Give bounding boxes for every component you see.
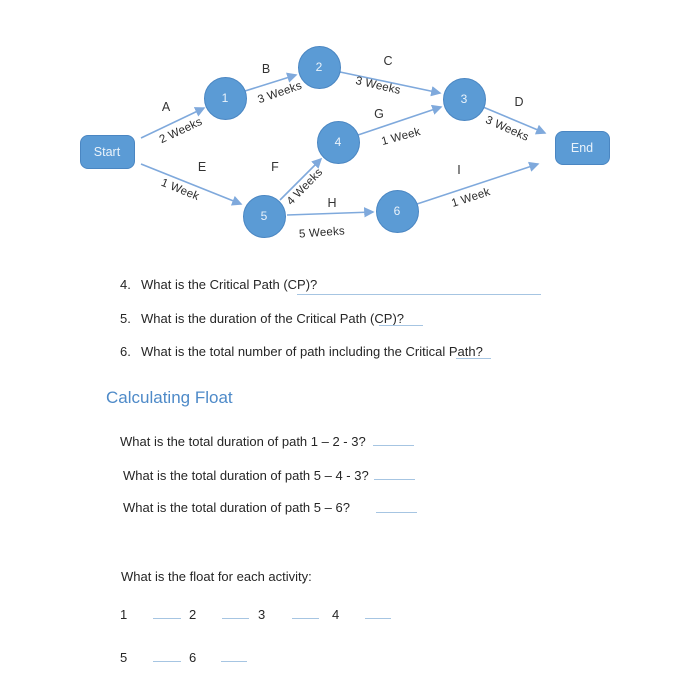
arrow-d	[482, 106, 547, 135]
arrow-e	[140, 163, 243, 206]
float-activity-6-label: 6	[189, 650, 197, 665]
edge-a-letter: A	[161, 100, 171, 114]
edge-g-letter: G	[374, 107, 384, 121]
node-3: 3	[442, 77, 486, 121]
node-1: 1	[203, 76, 247, 120]
question-6-answer-blank[interactable]	[456, 348, 491, 359]
diagram-arrows	[140, 71, 547, 218]
arrow-b	[244, 72, 298, 92]
arrow-h	[286, 207, 375, 218]
question-5-number: 5.	[120, 311, 131, 326]
float-activity-4-blank[interactable]	[365, 608, 391, 619]
node-end: End	[554, 131, 610, 165]
question-4-text: What is the Critical Path (CP)?	[141, 277, 318, 292]
node-6: 6	[375, 189, 419, 233]
path-question-1: What is the total duration of path 1 – 2…	[120, 434, 366, 449]
node-4: 4	[316, 120, 360, 164]
question-5-answer-blank[interactable]	[379, 315, 423, 326]
float-activity-3-label: 3	[258, 607, 266, 622]
question-4-answer-blank[interactable]	[297, 284, 541, 295]
question-4-number: 4.	[120, 277, 131, 292]
float-activity-2-label: 2	[189, 607, 197, 622]
arrow-i	[416, 161, 540, 205]
edge-i-letter: I	[457, 163, 461, 177]
path-question-2: What is the total duration of path 5 – 4…	[123, 468, 369, 483]
edge-f-letter: F	[271, 160, 279, 174]
arrow-f	[279, 157, 323, 201]
edge-b-letter: B	[261, 62, 271, 76]
float-activity-1-label: 1	[120, 607, 128, 622]
path-question-3: What is the total duration of path 5 – 6…	[123, 500, 350, 515]
float-activity-2-blank[interactable]	[222, 608, 249, 619]
activity-network-diagram: Start 1 2 3 4 5 6 End A 2 Weeks B 3 Week…	[0, 0, 689, 260]
edge-c-letter: C	[383, 54, 393, 68]
path-question-1-blank[interactable]	[373, 435, 414, 446]
edge-e-letter: E	[197, 160, 207, 174]
path-question-2-blank[interactable]	[374, 469, 415, 480]
edge-h-letter: H	[327, 196, 337, 210]
arrow-g	[357, 104, 443, 136]
question-6-text: What is the total number of path includi…	[141, 344, 483, 359]
path-question-3-blank[interactable]	[376, 502, 417, 513]
arrow-a	[140, 107, 206, 139]
node-5: 5	[242, 194, 286, 238]
float-activity-3-blank[interactable]	[292, 608, 319, 619]
question-6-number: 6.	[120, 344, 131, 359]
section-heading: Calculating Float	[106, 388, 233, 407]
float-activity-1-blank[interactable]	[153, 608, 181, 619]
float-activity-prompt: What is the float for each activity:	[121, 569, 312, 584]
arrow-c	[339, 71, 442, 97]
float-activity-6-blank[interactable]	[221, 651, 247, 662]
float-activity-4-label: 4	[332, 607, 340, 622]
node-2: 2	[297, 45, 341, 89]
question-5-text: What is the duration of the Critical Pat…	[141, 311, 405, 326]
float-activity-5-label: 5	[120, 650, 128, 665]
node-start: Start	[79, 135, 135, 169]
float-activity-5-blank[interactable]	[153, 651, 181, 662]
edge-d-letter: D	[514, 95, 524, 109]
